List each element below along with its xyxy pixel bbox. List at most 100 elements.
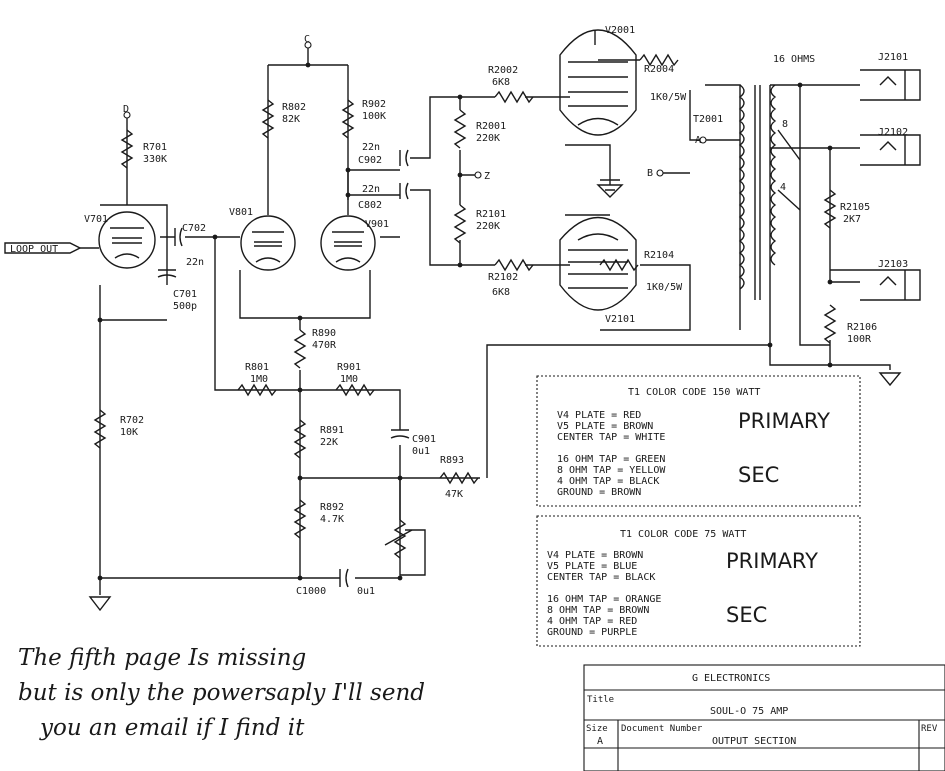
color-code-150-panel: T1 COLOR CODE 150 WATT V4 PLATE = RED V5…: [536, 375, 861, 507]
svg-text:PRIMARY: PRIMARY: [738, 409, 830, 433]
svg-text:PRIMARY: PRIMARY: [726, 549, 818, 573]
svg-text:330K: 330K: [143, 154, 167, 165]
ground-symbols: [88, 184, 902, 612]
svg-text:Document Number: Document Number: [621, 724, 703, 734]
tube-v701: [98, 211, 156, 269]
svg-text:CENTER TAP = WHITE: CENTER TAP = WHITE: [557, 432, 665, 443]
svg-text:C901: C901: [412, 434, 436, 445]
svg-text:R892: R892: [320, 502, 344, 513]
resistor-r890: [293, 329, 307, 369]
svg-text:V2101: V2101: [605, 314, 635, 325]
svg-text:8: 8: [782, 119, 788, 130]
tube-v2101: [559, 216, 637, 311]
color-code-150-title: T1 COLOR CODE 150 WATT: [628, 387, 760, 398]
svg-text:V901: V901: [365, 219, 389, 230]
svg-text:R901: R901: [337, 362, 361, 373]
resistor-r901: [335, 383, 375, 397]
resistor-r2106: [823, 304, 837, 344]
svg-text:C802: C802: [358, 200, 382, 211]
jack-j2103: [860, 269, 921, 301]
svg-text:J2102: J2102: [878, 127, 908, 138]
svg-text:10K: 10K: [120, 427, 138, 438]
svg-text:V4 PLATE = BROWN: V4 PLATE = BROWN: [547, 550, 643, 561]
svg-text:J2101: J2101: [878, 52, 908, 63]
resistor-r701: [120, 129, 134, 169]
resistor-r2105: [823, 189, 837, 229]
svg-text:R2104: R2104: [644, 250, 674, 261]
output-jacks: [860, 69, 921, 301]
resistor-r2101: [453, 204, 467, 244]
svg-text:Size: Size: [586, 724, 608, 734]
capacitor-c902: [399, 149, 409, 167]
svg-text:V701: V701: [84, 214, 108, 225]
svg-text:V801: V801: [229, 207, 253, 218]
capacitor-c701: [157, 269, 177, 278]
svg-text:220K: 220K: [476, 221, 500, 232]
svg-text:R890: R890: [312, 328, 336, 339]
svg-text:but is only the powersaply I'l: but is only the powersaply I'll send: [18, 680, 425, 706]
title-block: G ELECTRONICS Title SOUL-O 75 AMP Size A…: [583, 664, 945, 771]
resistor-r2002: [494, 90, 534, 104]
resistor-r902: [341, 99, 355, 139]
color-code-75-panel: T1 COLOR CODE 75 WATT V4 PLATE = BROWN V…: [536, 515, 861, 647]
terminal-circles: [123, 41, 707, 179]
svg-text:R2001: R2001: [476, 121, 506, 132]
resistor-r2102: [494, 258, 534, 272]
output-transformer: [738, 84, 801, 300]
svg-text:1K0/5W: 1K0/5W: [650, 92, 687, 103]
loop-out-label: LOOP OUT: [10, 244, 58, 255]
resistor-r801: [237, 383, 277, 397]
svg-text:GROUND = PURPLE: GROUND = PURPLE: [547, 627, 637, 638]
tube-v2001: [559, 29, 637, 136]
tube-v901: [320, 215, 376, 271]
svg-text:1M0: 1M0: [250, 374, 268, 385]
svg-text:C1000: C1000: [296, 586, 326, 597]
svg-text:R893: R893: [440, 455, 464, 466]
svg-text:C702: C702: [182, 223, 206, 234]
title-block-company: G ELECTRONICS: [692, 673, 770, 684]
node-d-label: D: [123, 104, 129, 115]
svg-text:22K: 22K: [320, 437, 338, 448]
resistor-r891: [293, 419, 307, 459]
svg-text:V4 PLATE = RED: V4 PLATE = RED: [557, 410, 641, 421]
loop-out-connector: LOOP OUT: [4, 242, 99, 255]
svg-text:220K: 220K: [476, 133, 500, 144]
resistor-r892: [293, 499, 307, 539]
svg-text:6K8: 6K8: [492, 77, 510, 88]
svg-text:you an email if I find it: you an email if I find it: [39, 715, 305, 741]
svg-text:R701: R701: [143, 142, 167, 153]
svg-text:R2105: R2105: [840, 202, 870, 213]
resistor-r2001: [453, 109, 467, 149]
node-c-label: C: [304, 34, 310, 45]
svg-text:Title: Title: [587, 695, 614, 705]
svg-text:R801: R801: [245, 362, 269, 373]
svg-text:16 OHM TAP = GREEN: 16 OHM TAP = GREEN: [557, 454, 665, 465]
vacuum-tubes: [98, 29, 637, 311]
svg-text:1M0: 1M0: [340, 374, 358, 385]
svg-text:R2102: R2102: [488, 272, 518, 283]
resistor-r893: [439, 471, 479, 485]
svg-text:C902: C902: [358, 155, 382, 166]
svg-text:100K: 100K: [362, 111, 386, 122]
svg-text:R891: R891: [320, 425, 344, 436]
jack-j2102: [860, 134, 921, 166]
schematic-wiring: [99, 30, 891, 595]
svg-text:22n: 22n: [186, 257, 204, 268]
svg-text:47K: 47K: [445, 489, 463, 500]
svg-text:500p: 500p: [173, 301, 197, 312]
svg-text:4 OHM TAP = BLACK: 4 OHM TAP = BLACK: [557, 476, 659, 487]
svg-text:R2101: R2101: [476, 209, 506, 220]
svg-text:4: 4: [780, 182, 786, 193]
svg-text:T2001: T2001: [693, 114, 723, 125]
svg-text:8 OHM TAP = YELLOW: 8 OHM TAP = YELLOW: [557, 465, 666, 476]
svg-text:4 OHM TAP = RED: 4 OHM TAP = RED: [547, 616, 637, 627]
resistor-r2004: [639, 53, 679, 67]
svg-text:4.7K: 4.7K: [320, 514, 344, 525]
svg-text:GROUND = BROWN: GROUND = BROWN: [557, 487, 641, 498]
svg-text:0u1: 0u1: [357, 586, 375, 597]
svg-text:R802: R802: [282, 102, 306, 113]
svg-text:V2001: V2001: [605, 25, 635, 36]
svg-text:8 OHM TAP = BROWN: 8 OHM TAP = BROWN: [547, 605, 649, 616]
svg-text:V5 PLATE = BLUE: V5 PLATE = BLUE: [547, 561, 637, 572]
